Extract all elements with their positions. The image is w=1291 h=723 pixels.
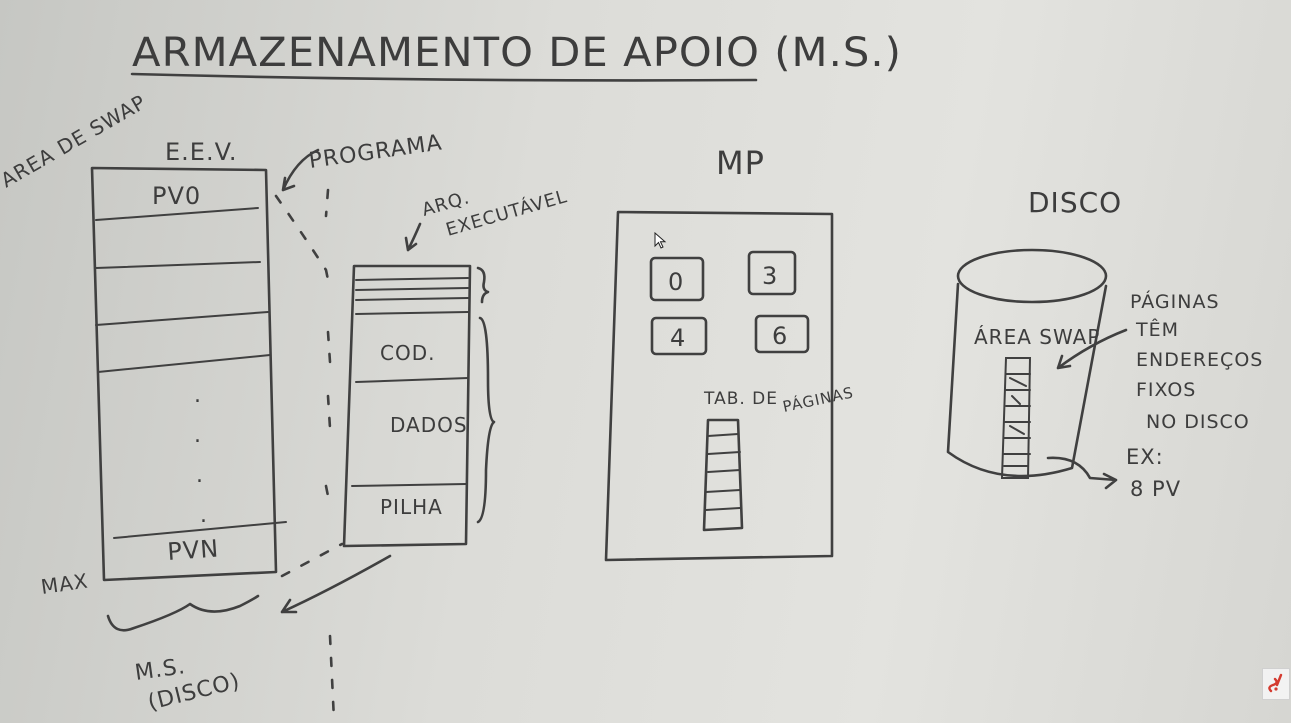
mp-label: MP <box>716 144 765 182</box>
disk-cylinder <box>946 248 1108 478</box>
disk-label: DISCO <box>1028 186 1122 219</box>
board-title: ARMAZENAMENTO DE APOIO (M.S.) <box>132 30 902 76</box>
vertical-dots: . <box>196 463 204 488</box>
mapping-line-bottom <box>280 542 344 578</box>
vertical-dots: . <box>200 503 208 528</box>
programa-arrow <box>281 148 320 192</box>
page-table-label-line2: PÁGINAS <box>781 382 856 416</box>
disk-note-line: ENDEREÇOS <box>1136 349 1263 371</box>
mapping-line-side <box>324 330 332 508</box>
page-pvn: PVN <box>166 534 220 566</box>
frame <box>747 250 797 296</box>
corner-logo-icon <box>1262 668 1290 700</box>
vertical-dots: . <box>194 383 202 408</box>
swap-slots <box>1000 357 1032 479</box>
mp-frame-3: 3 <box>762 262 778 290</box>
page-pv0: PV0 <box>152 182 201 210</box>
exec-section-cod: COD. <box>380 341 435 365</box>
disk-example-line1: EX: <box>1126 445 1164 469</box>
max-label: MAX <box>39 569 90 599</box>
mp-frame-0: 0 <box>668 268 684 296</box>
page-table <box>702 418 744 532</box>
virtual-address-space <box>90 166 287 582</box>
exec-section-dados: DADOS <box>390 413 468 437</box>
frame <box>649 256 705 302</box>
programa-label: PROGRAMA <box>307 130 444 173</box>
mapping-line-top <box>274 194 332 292</box>
disk-note-line: PÁGINAS <box>1130 290 1220 313</box>
mapping-line-side <box>328 634 336 722</box>
disk-note-line: FIXOS <box>1136 379 1196 401</box>
exec-section-pilha: PILHA <box>380 495 443 519</box>
mp-frame-4: 4 <box>670 324 686 352</box>
disk-example-line2: 8 PV <box>1130 477 1181 501</box>
eev-label: E.E.V. <box>165 138 238 166</box>
title-underline <box>130 72 758 82</box>
frame <box>650 316 708 356</box>
exec-arrow <box>404 222 422 252</box>
main-memory <box>604 210 834 562</box>
disk-note-line: TÊM <box>1135 318 1179 341</box>
frame <box>754 314 810 354</box>
ms-label: M.S. <box>133 654 187 686</box>
ms-brace <box>106 594 260 632</box>
disk-note-arrow <box>1056 328 1128 370</box>
disk-note-line: NO DISCO <box>1146 411 1250 433</box>
ms-arrow <box>280 554 392 614</box>
disk-swap-area: ÁREA SWAP <box>974 325 1100 349</box>
disk-example-arrow <box>1046 456 1118 490</box>
mouse-cursor <box>654 232 667 249</box>
mapping-line-side <box>324 188 330 218</box>
executable-file <box>342 264 496 548</box>
swap-area-label: AREA DE SWAP <box>0 90 150 193</box>
vertical-dots: . <box>194 423 202 448</box>
mp-frame-6: 6 <box>772 322 788 350</box>
page-table-label-line1: TAB. DE <box>703 389 778 409</box>
